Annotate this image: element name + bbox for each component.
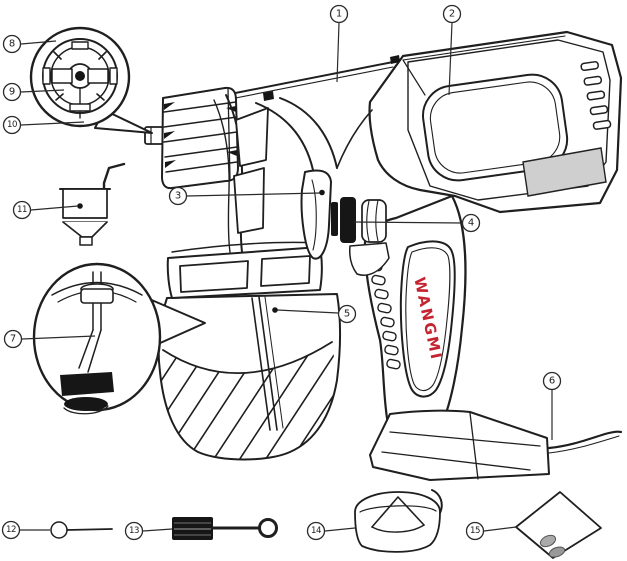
callout-10: 10 bbox=[2, 115, 22, 135]
joint-rings bbox=[349, 199, 390, 276]
callout-10-number: 10 bbox=[7, 120, 17, 130]
brand-panel: WANGMI bbox=[399, 240, 456, 398]
callout-8: 8 bbox=[2, 34, 22, 54]
callout-13: 13 bbox=[124, 521, 144, 541]
paint-cup bbox=[157, 241, 341, 461]
callout-12-number: 12 bbox=[6, 525, 16, 535]
motor-window bbox=[422, 73, 569, 182]
cup-collar bbox=[166, 241, 323, 299]
callout-3: 3 bbox=[168, 186, 188, 206]
callout-9-number: 9 bbox=[9, 87, 15, 98]
vent-slots bbox=[580, 61, 612, 130]
callout-15: 15 bbox=[465, 521, 485, 541]
callout-2: 2 bbox=[442, 4, 462, 24]
power-cable bbox=[547, 430, 623, 454]
cleaning-needle-part bbox=[50, 521, 113, 539]
callout-12: 12 bbox=[1, 520, 21, 540]
callout-6-number: 6 bbox=[549, 376, 555, 387]
callout-1: 1 bbox=[329, 4, 349, 24]
callout-8-number: 8 bbox=[9, 39, 15, 50]
base-foot bbox=[369, 409, 550, 481]
cleaning-cloth-part bbox=[515, 491, 602, 559]
callout-6: 6 bbox=[542, 371, 562, 391]
nozzle-insert-part bbox=[59, 162, 126, 246]
trigger bbox=[300, 169, 332, 260]
suction-tube-detail-bubble bbox=[32, 262, 206, 415]
callout-15-number: 15 bbox=[470, 526, 480, 536]
callout-14-number: 14 bbox=[311, 526, 321, 536]
callout-7: 7 bbox=[3, 329, 23, 349]
callout-5: 5 bbox=[337, 304, 357, 324]
viscosity-cup-part bbox=[354, 489, 443, 553]
frame-bridge bbox=[213, 94, 373, 253]
flow-knob bbox=[331, 197, 356, 243]
nozzle-tip bbox=[144, 126, 164, 145]
callout-14: 14 bbox=[306, 521, 326, 541]
callout-7-number: 7 bbox=[10, 334, 16, 345]
callout-13-number: 13 bbox=[129, 526, 139, 536]
callout-9: 9 bbox=[2, 82, 22, 102]
spray-gun-drawing: WANGMI bbox=[144, 30, 623, 481]
leader-lines bbox=[19, 22, 553, 532]
callout-1-number: 1 bbox=[336, 9, 342, 20]
callout-11: 11 bbox=[12, 200, 32, 220]
callout-5-number: 5 bbox=[344, 309, 350, 320]
callout-11-number: 11 bbox=[17, 205, 27, 215]
callout-2-number: 2 bbox=[449, 9, 455, 20]
air-cap-detail-bubble bbox=[29, 26, 153, 134]
callout-3-number: 3 bbox=[175, 191, 181, 202]
housing-shade-band bbox=[522, 147, 607, 197]
callout-4: 4 bbox=[461, 213, 481, 233]
spray-head bbox=[144, 86, 239, 190]
handle: WANGMI bbox=[363, 194, 467, 430]
motor-housing bbox=[368, 30, 623, 214]
callout-4-number: 4 bbox=[468, 218, 474, 229]
cleaning-brush-part bbox=[172, 517, 278, 540]
